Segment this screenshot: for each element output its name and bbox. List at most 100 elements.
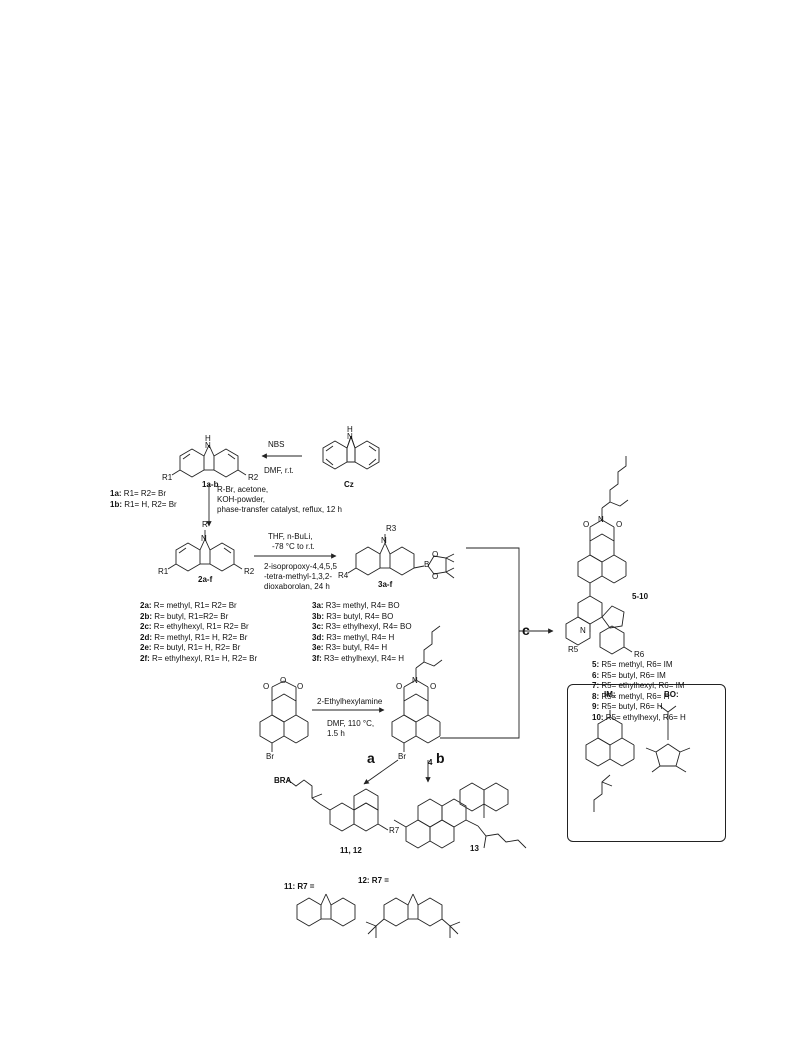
list-5-10-item: 10: R5= ethylhexyl, R6= H xyxy=(592,712,686,722)
label-13: 13 xyxy=(470,844,479,853)
atom-br-bra: Br xyxy=(266,752,274,761)
list-2af-item: 2a: R= methyl, R1= R2= Br xyxy=(140,601,237,610)
list-3af-item: 3b: R3= butyl, R4= BO xyxy=(312,611,394,621)
list-2af-item: 2d: R= methyl, R1= H, R2= Br xyxy=(140,632,248,642)
reagent-amine: 2-Ethylhexylamine xyxy=(317,697,383,706)
dibromocarbazole-1ab-structure xyxy=(171,444,247,478)
atom-h-cz: H xyxy=(347,425,353,434)
arrow-c-merge-lines xyxy=(440,547,520,739)
bromonaphthalic-anhydride-bra-structure xyxy=(259,680,309,752)
reagent-boryl-1: THF, n-BuLi, xyxy=(268,532,313,541)
list-5-10: 5: R5= methyl, R6= IM 6: R5= butyl, R6= … xyxy=(592,660,686,723)
reagent-boryl-3: 2-isopropoxy-4,4,5,5 xyxy=(264,562,337,571)
atom-r5-5-10: R5 xyxy=(568,645,579,654)
atom-o2-bra: O xyxy=(280,676,287,685)
carbazole-boronate-3af-structure xyxy=(347,534,455,579)
atom-n-4: N xyxy=(412,676,418,685)
atom-r2-2af: R2 xyxy=(244,567,255,576)
step-a-label: a xyxy=(367,750,375,766)
reagent-alkyl-3: phase-transfer catalyst, reflux, 12 h xyxy=(217,505,342,514)
atom-o1-5-10: O xyxy=(583,520,590,529)
list-5-10-item: 7: R5= ethylhexyl, R6= IM xyxy=(592,681,685,690)
product-11-12-structure xyxy=(287,779,389,832)
atom-n-cz: N xyxy=(347,432,353,441)
atom-h-1ab: H xyxy=(205,434,211,443)
bromonaphthalimide-4-structure xyxy=(391,625,443,752)
label-3af: 3a-f xyxy=(378,580,393,589)
product-5-10-structure xyxy=(565,456,633,655)
list-3af-item: 3a: R3= methyl, R4= BO xyxy=(312,601,400,610)
atom-br-4: Br xyxy=(398,752,406,761)
list-3af-item: 3e: R3= butyl, R4= H xyxy=(312,643,388,652)
legend-box xyxy=(567,684,726,842)
reagent-nbs: NBS xyxy=(268,440,285,449)
atom-r1-2af: R1 xyxy=(158,567,169,576)
atom-r7-11-12: R7 xyxy=(389,826,400,835)
atom-n-3af: N xyxy=(381,536,387,545)
reagent-amine-cond-2: 1.5 h xyxy=(327,729,345,738)
reagent-boryl-2: -78 °C to r.t. xyxy=(272,542,315,551)
atom-o3-bra: O xyxy=(297,682,304,691)
atom-o2-3af: O xyxy=(432,572,439,581)
im-structure xyxy=(585,710,635,812)
reagent-nbs-conditions: DMF, r.t. xyxy=(264,466,294,475)
label-5-10: 5-10 xyxy=(632,592,649,601)
atom-r2-1ab: R2 xyxy=(248,473,259,482)
atom-o1-4: O xyxy=(396,682,403,691)
arrow-step-a xyxy=(363,759,399,785)
label-2af: 2a-f xyxy=(198,575,213,584)
list-5-10-item: 6: R5= butyl, R6= IM xyxy=(592,670,666,680)
reagent-alkyl-1: R-Br, acetone, xyxy=(217,485,269,494)
atom-n-1ab: N xyxy=(205,441,211,450)
atom-n2-5-10: N xyxy=(580,626,586,635)
r7-label-12: 12: R7 = xyxy=(358,876,389,885)
atom-n-5-10: N xyxy=(598,515,604,524)
step-c-label: c xyxy=(522,622,530,638)
atom-r4-3af: R4 xyxy=(338,571,349,580)
list-2af-item: 2c: R= ethylhexyl, R1= R2= Br xyxy=(140,622,249,631)
list-2af-item: 2e: R= butyl, R1= H, R2= Br xyxy=(140,643,241,652)
atom-r6-5-10: R6 xyxy=(634,650,645,659)
legend-bo-label: BO: xyxy=(664,690,679,699)
reagent-alkyl-2: KOH-powder, xyxy=(217,495,266,504)
atom-o1-bra: O xyxy=(263,682,270,691)
carbazole-cz-structure xyxy=(322,435,380,470)
label-cz: Cz xyxy=(344,480,354,489)
atom-o2-4: O xyxy=(430,682,437,691)
bo-structure xyxy=(645,705,691,773)
label-bra: BRA xyxy=(274,776,292,785)
atom-r-2af: R xyxy=(202,520,208,529)
r7-label-11: 11: R7 = xyxy=(284,882,315,891)
r7-tert-butylcarbazole-structure xyxy=(365,893,461,938)
atom-o1-3af: O xyxy=(432,550,439,559)
list-5-10-item: 9: R5= butyl, R6= H xyxy=(592,702,663,711)
atom-r1-1ab: R1 xyxy=(162,473,173,482)
list-3af-item: 3d: R3= methyl, R4= H xyxy=(312,632,395,642)
list-3af: 3a: R3= methyl, R4= BO 3b: R3= butyl, R4… xyxy=(312,601,412,664)
reagent-boryl-5: dioxaborolan, 24 h xyxy=(264,582,330,591)
list-1ab-item: 1a: R1= R2= Br xyxy=(110,489,167,498)
alkylcarbazole-2af-structure xyxy=(167,530,243,572)
atom-b-3af: B xyxy=(424,560,430,569)
label-1ab: 1a-b xyxy=(202,480,219,489)
label-11-12: 11, 12 xyxy=(340,846,362,855)
r7-carbazole-structure xyxy=(296,893,356,927)
product-13-structure xyxy=(393,782,527,849)
atom-r3-3af: R3 xyxy=(386,524,397,533)
list-3af-item: 3f: R3= ethylhexyl, R4= H xyxy=(312,653,405,663)
list-2af-item: 2b: R= butyl, R1=R2= Br xyxy=(140,611,229,621)
label-4: 4 xyxy=(428,758,433,767)
list-2af-item: 2f: R= ethylhexyl, R1= H, R2= Br xyxy=(140,653,258,663)
list-5-10-item: 8: R5= methyl, R6= H xyxy=(592,691,670,701)
reagent-amine-cond-1: DMF, 110 °C, xyxy=(327,719,375,728)
atom-o2-5-10: O xyxy=(616,520,623,529)
step-b-label: b xyxy=(436,750,445,766)
list-5-10-item: 5: R5= methyl, R6= IM xyxy=(592,660,673,669)
legend-im-label: IM: xyxy=(604,690,616,699)
reagent-boryl-4: -tetra-methyl-1,3,2- xyxy=(264,572,333,581)
list-1ab: 1a: R1= R2= Br 1b: R1= H, R2= Br xyxy=(110,489,177,510)
list-3af-item: 3c: R3= ethylhexyl, R4= BO xyxy=(312,622,412,631)
list-1ab-item: 1b: R1= H, R2= Br xyxy=(110,499,177,509)
atom-n-2af: N xyxy=(201,534,207,543)
